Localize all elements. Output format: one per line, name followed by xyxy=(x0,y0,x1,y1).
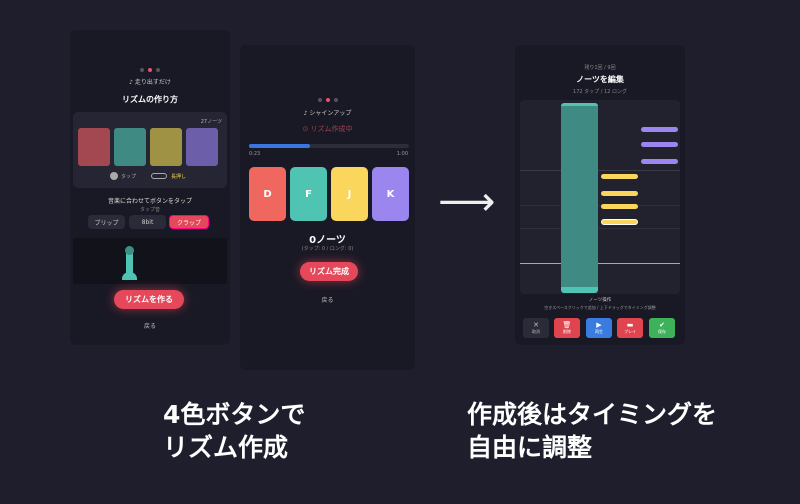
trash-icon: 🗑 xyxy=(562,321,572,329)
recording-panel: ♪ シャインアップ ⊙ リズム作成中 0:23 1:00 D F J K 0ノー… xyxy=(240,45,415,370)
page-dots xyxy=(240,98,415,102)
tutorial-panel: ♪ 走り出すだけ リズムの作り方 27ノーツ タップ 長押し 音楽に合わせてボタ… xyxy=(70,30,230,345)
button-label: 保存 xyxy=(658,329,666,334)
hold-legend: 長押し xyxy=(171,174,187,180)
note-yellow[interactable] xyxy=(601,191,638,196)
notes-count: 27ノーツ xyxy=(200,119,222,125)
key-k[interactable]: K xyxy=(372,167,409,221)
tap-legend: タップ xyxy=(121,174,137,180)
caption-line: 作成後はタイミングを xyxy=(467,400,718,429)
gamepad-icon: ▬ xyxy=(626,321,634,329)
play-icon: ▶ xyxy=(596,321,602,329)
button-label: プレイ xyxy=(624,329,636,334)
editor-stats: 172 タップ / 12 ロング xyxy=(573,89,627,95)
caption-right: 作成後はタイミングを 自由に調整 xyxy=(467,398,717,464)
create-rhythm-button[interactable]: リズムを作る xyxy=(114,290,184,309)
demo-key-red xyxy=(78,128,110,166)
note-count: 0ノーツ xyxy=(309,235,346,246)
note-detail: (タップ: 0 / ロング: 0) xyxy=(301,246,354,252)
delete-button[interactable]: 🗑削除 xyxy=(554,318,580,338)
note-yellow[interactable] xyxy=(601,174,638,179)
sound-label: タップ音 xyxy=(139,207,160,213)
sound-8bit-button[interactable]: 8bit xyxy=(129,215,166,229)
playhead-line xyxy=(520,263,680,264)
test-play-button[interactable]: ▬プレイ xyxy=(617,318,643,338)
check-icon: ✔ xyxy=(659,321,665,329)
editor-panel: 残り1回 / 9回 ノーツを編集 172 タップ / 12 ロング ノーツ操作 … xyxy=(515,45,685,345)
sound-blip-button[interactable]: ブリップ xyxy=(88,215,125,229)
instruction: 音楽に合わせてボタンをタップ xyxy=(107,198,192,205)
hold-note xyxy=(126,248,133,280)
progress-fill xyxy=(249,144,310,148)
hold-note-head xyxy=(125,246,134,255)
panel-title: リズムの作り方 xyxy=(122,95,178,104)
caption-line: 4色ボタンで xyxy=(163,400,306,429)
finish-rhythm-button[interactable]: リズム完成 xyxy=(300,262,358,281)
note-editor-grid[interactable] xyxy=(520,100,680,294)
tap-legend-icon xyxy=(110,172,118,180)
demo-card: 27ノーツ タップ 長押し xyxy=(73,112,227,188)
note-yellow-selected[interactable] xyxy=(601,219,638,225)
key-j[interactable]: J xyxy=(331,167,368,221)
cancel-button[interactable]: ✕取消 xyxy=(523,318,549,338)
hold-note-tail xyxy=(122,272,137,280)
grid-line xyxy=(520,228,680,229)
sound-clap-button[interactable]: クラップ xyxy=(169,215,209,229)
caption-left: 4色ボタンで リズム作成 xyxy=(163,398,305,464)
section-title: ノーツ操作 xyxy=(588,298,612,303)
back-link[interactable]: 戻る xyxy=(143,323,156,330)
arrow-icon: ⟶ xyxy=(438,179,496,225)
progress-bar xyxy=(249,144,409,148)
long-note[interactable] xyxy=(561,103,598,293)
song-title: ♪ 走り出すだけ xyxy=(129,79,171,86)
demo-key-purple xyxy=(186,128,218,166)
note-yellow[interactable] xyxy=(601,204,638,209)
button-label: 取消 xyxy=(532,329,540,334)
grid-line xyxy=(520,170,680,171)
note-purple[interactable] xyxy=(641,142,678,147)
key-f[interactable]: F xyxy=(290,167,327,221)
demo-key-yellow xyxy=(150,128,182,166)
caption-line: 自由に調整 xyxy=(467,433,593,462)
back-link[interactable]: 戻る xyxy=(321,297,334,304)
song-title: ♪ シャインアップ xyxy=(303,110,352,117)
page-dots xyxy=(70,68,230,72)
demo-key-teal xyxy=(114,128,146,166)
note-purple[interactable] xyxy=(641,127,678,132)
button-label: 再生 xyxy=(595,329,603,334)
remaining-count: 残り1回 / 9回 xyxy=(584,65,616,71)
button-label: 削除 xyxy=(563,329,571,334)
note-purple[interactable] xyxy=(641,159,678,164)
time-total: 1:00 xyxy=(396,151,408,157)
grid-line xyxy=(520,205,680,206)
editor-title: ノーツを編集 xyxy=(576,75,624,84)
save-button[interactable]: ✔保存 xyxy=(649,318,675,338)
caption-line: リズム作成 xyxy=(163,433,289,462)
time-current: 0:23 xyxy=(249,151,261,157)
hold-legend-icon xyxy=(151,173,167,179)
close-icon: ✕ xyxy=(533,321,539,329)
play-button[interactable]: ▶再生 xyxy=(586,318,612,338)
key-d[interactable]: D xyxy=(249,167,286,221)
edit-hint: 空きスペースクリックで追加 / 上下ドラッグでタイミング調整 xyxy=(544,305,656,310)
demo-lanes xyxy=(73,238,227,284)
recording-status: ⊙ リズム作成中 xyxy=(302,125,353,133)
